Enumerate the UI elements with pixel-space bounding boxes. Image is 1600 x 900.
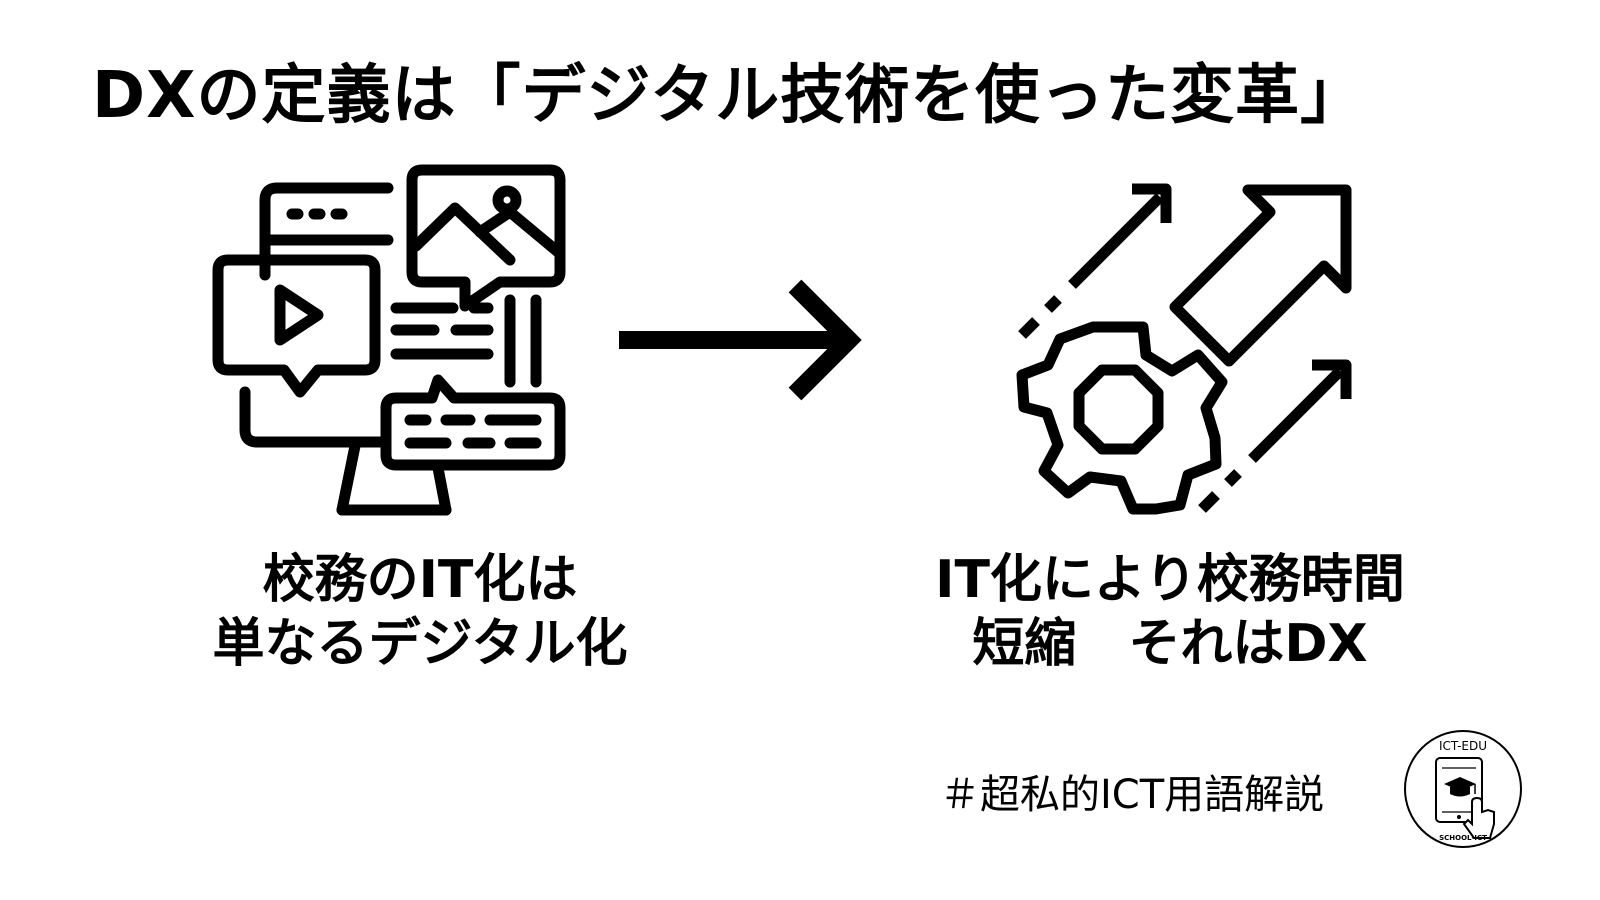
left-caption: 校務のIT化は 単なるデジタル化: [140, 548, 700, 676]
right-caption: IT化により校務時間 短縮 それはDX: [900, 548, 1440, 676]
logo-top-text: ICT-EDU: [1439, 739, 1487, 753]
left-caption-line1: 校務のIT化は: [262, 550, 578, 610]
gear-growth-arrows-icon: [1010, 175, 1360, 529]
multimedia-monitor-icon: [210, 160, 570, 524]
hashtag-text: ＃超私的ICT用語解説: [940, 772, 1325, 818]
tablet-graduation-cap-icon: ICT-EDU SCHOOL-ICT: [1404, 730, 1522, 848]
right-arrow-icon: [615, 270, 865, 414]
left-caption-line2: 単なるデジタル化: [212, 614, 628, 674]
school-ict-logo: ICT-EDU SCHOOL-ICT: [1402, 728, 1524, 854]
page-title: DXの定義は「デジタル技術を使った変革」: [92, 59, 1366, 133]
right-caption-line1: IT化により校務時間: [935, 550, 1405, 610]
logo-bottom-text: SCHOOL-ICT: [1439, 834, 1487, 842]
right-caption-line2: 短縮 それはDX: [972, 614, 1368, 674]
